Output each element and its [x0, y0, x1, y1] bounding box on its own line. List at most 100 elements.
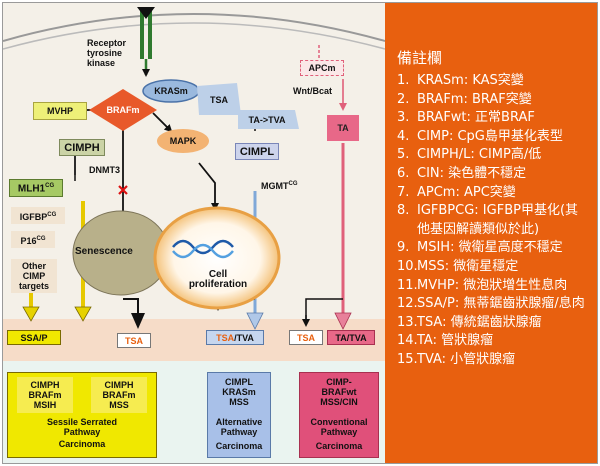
mlh1-box: MLH1CG	[9, 179, 63, 197]
ta-tva-label: TA->TVA	[248, 115, 286, 125]
cimph-box: CIMPH	[59, 139, 105, 156]
notes-panel: 備註欄 1. KRASm: KAS突變 2. BRAFm: BRAF突變 3. BRAFw…	[385, 3, 597, 463]
note-text: IGFBPCG: IGFBP甲基化(其他基因解讀類似於此)	[417, 203, 579, 237]
conv-carcinoma: Carcinoma	[315, 441, 363, 451]
senescence-label: Senescence	[75, 246, 133, 257]
note-item: 4. CIMP: CpG島甲基化表型	[397, 128, 591, 147]
note-text: TVA: 小管狀腺瘤	[417, 351, 516, 367]
dna-strand-1	[172, 239, 234, 255]
note-text: BRAFwt: 正常BRAF	[417, 110, 535, 126]
note-text: TA: 管狀腺瘤	[417, 333, 494, 349]
note-text: MVHP: 微泡狀增生性息肉	[417, 277, 568, 293]
note-text: TSA: 傳統鋸齒狀腺瘤	[417, 314, 542, 330]
notes-list: 1. KRASm: KAS突變 2. BRAFm: BRAF突變 3. BRAFwt: 正…	[397, 72, 591, 370]
notes-title: 備註欄	[397, 49, 443, 67]
ta-tva-shape	[238, 110, 299, 129]
proliferation-cell	[153, 206, 281, 310]
note-text: APCm: APC突變	[417, 184, 516, 200]
conv-box: CIMP- BRAFwt MSS/CIN	[320, 377, 358, 407]
note-item: 13.TSA: 傳統鋸齒狀腺瘤	[397, 314, 591, 333]
p16-box: P16CG	[11, 231, 55, 248]
note-item: 14.TA: 管狀腺瘤	[397, 332, 591, 351]
note-item: 8. IGFBPCG: IGFBP甲基化(其他基因解讀類似於此)	[397, 202, 591, 239]
cell-membrane-outer	[3, 13, 385, 42]
tsa-mid-label: TSA	[210, 95, 228, 105]
other-cimp-box: Other CIMP targets	[11, 259, 57, 293]
note-item: 6. CIN: 染色體不穩定	[397, 165, 591, 184]
note-text: MSS: 微衛星穩定	[417, 258, 519, 274]
note-number: 12.	[397, 296, 418, 312]
note-text: CIMP: CpG島甲基化表型	[417, 128, 563, 144]
conv-title: Conventional Pathway	[310, 417, 368, 437]
note-text: BRAFm: BRAF突變	[417, 91, 532, 107]
note-item: 9. MSIH: 微衛星高度不穩定	[397, 239, 591, 258]
note-item: 10.MSS: 微衛星穩定	[397, 258, 591, 277]
serrated-pathway-panel: CIMPH BRAFm MSIH CIMPH BRAFm MSS Sessile…	[7, 372, 157, 458]
igfbp-box: IGFBPCG	[11, 207, 65, 224]
braf-mapk-arrow	[152, 112, 173, 133]
cell-membrane-inner	[3, 22, 385, 50]
conventional-pathway-panel: CIMP- BRAFwt MSS/CIN Conventional Pathwa…	[299, 372, 379, 458]
receptor-label: Receptor tyrosine kinase	[87, 38, 127, 68]
mapk-label: MAPK	[169, 136, 197, 146]
note-text: KRASm: KAS突變	[417, 73, 524, 88]
note-item: 2. BRAFm: BRAF突變	[397, 91, 591, 110]
note-number: 10.	[397, 258, 418, 274]
note-number: 15.	[397, 351, 418, 367]
pathway-diagram: Receptor tyrosine kinase KRASm BRAFm MVH…	[3, 3, 385, 463]
ssap-box: SSA/P	[7, 330, 61, 345]
mapk-ellipse	[157, 129, 209, 153]
note-text: SSA/P: 無蒂鋸齒狀腺瘤/息肉	[417, 296, 585, 312]
note-number: 7.	[397, 184, 410, 200]
note-text: MSIH: 微衛星高度不穩定	[417, 240, 563, 256]
note-number: 3.	[397, 110, 410, 126]
dna-strand-2	[172, 243, 234, 259]
note-number: 9.	[397, 240, 410, 256]
tsa-red-box: TSA	[289, 330, 323, 345]
tsa-mid-shape	[197, 83, 241, 115]
blocked-mark	[118, 185, 128, 195]
tsa-bottom-box: TSA	[117, 333, 151, 348]
ta-box: TA	[327, 115, 359, 141]
wnt-bcat-label: Wnt/Bcat	[293, 86, 332, 96]
brafm-diamond	[89, 89, 157, 131]
brafm-label: BRAFm	[106, 105, 140, 115]
receptor-ligand	[137, 7, 155, 19]
note-item: 7. APCm: APC突變	[397, 184, 591, 203]
note-item: 15.TVA: 小管狀腺瘤	[397, 351, 591, 370]
cimpl-box: CIMPL	[235, 143, 279, 160]
serrated-box-msih: CIMPH BRAFm MSIH	[17, 377, 73, 413]
note-item: 12.SSA/P: 無蒂鋸齒狀腺瘤/息肉	[397, 295, 591, 314]
note-number: 1.	[397, 73, 410, 88]
serrated-title: Sessile Serrated Pathway	[46, 417, 118, 437]
note-number: 5.	[397, 147, 410, 163]
receptor-right	[148, 9, 152, 59]
ta-tva-bottom-box: TA/TVA	[327, 330, 375, 345]
mvhp-box: MVHP	[33, 102, 87, 120]
receptor-left	[140, 9, 144, 59]
note-text: CIN: 染色體不穩定	[417, 165, 527, 181]
note-number: 14.	[397, 333, 418, 349]
note-item: 3. BRAFwt: 正常BRAF	[397, 109, 591, 128]
apcm-box: APCm	[300, 60, 344, 76]
serrated-carcinoma: Carcinoma	[58, 439, 106, 449]
note-text: CIMPH/L: CIMP高/低	[417, 147, 542, 163]
note-number: 6.	[397, 165, 410, 181]
tsa-tva-box: TSA/TVA	[206, 330, 264, 345]
krasm-label: KRASm	[154, 86, 188, 96]
note-number: 8.	[397, 203, 410, 219]
note-number: 11.	[397, 277, 418, 293]
cell-proliferation-label: Cell proliferation	[188, 269, 248, 290]
serrated-box-mss: CIMPH BRAFm MSS	[91, 377, 147, 413]
note-item: 11.MVHP: 微泡狀增生性息肉	[397, 277, 591, 296]
note-number: 2.	[397, 91, 410, 107]
note-item: 1. KRASm: KAS突變	[397, 72, 591, 91]
alt-box: CIMPL KRASm MSS	[222, 377, 256, 407]
dnmt3-label: DNMT3	[89, 165, 120, 175]
alternative-pathway-panel: CIMPL KRASm MSS Alternative Pathway Carc…	[207, 372, 271, 458]
note-item: 5. CIMPH/L: CIMP高/低	[397, 146, 591, 165]
alt-title: Alternative Pathway	[215, 417, 263, 437]
alt-carcinoma: Carcinoma	[215, 441, 263, 451]
note-number: 4.	[397, 128, 410, 144]
